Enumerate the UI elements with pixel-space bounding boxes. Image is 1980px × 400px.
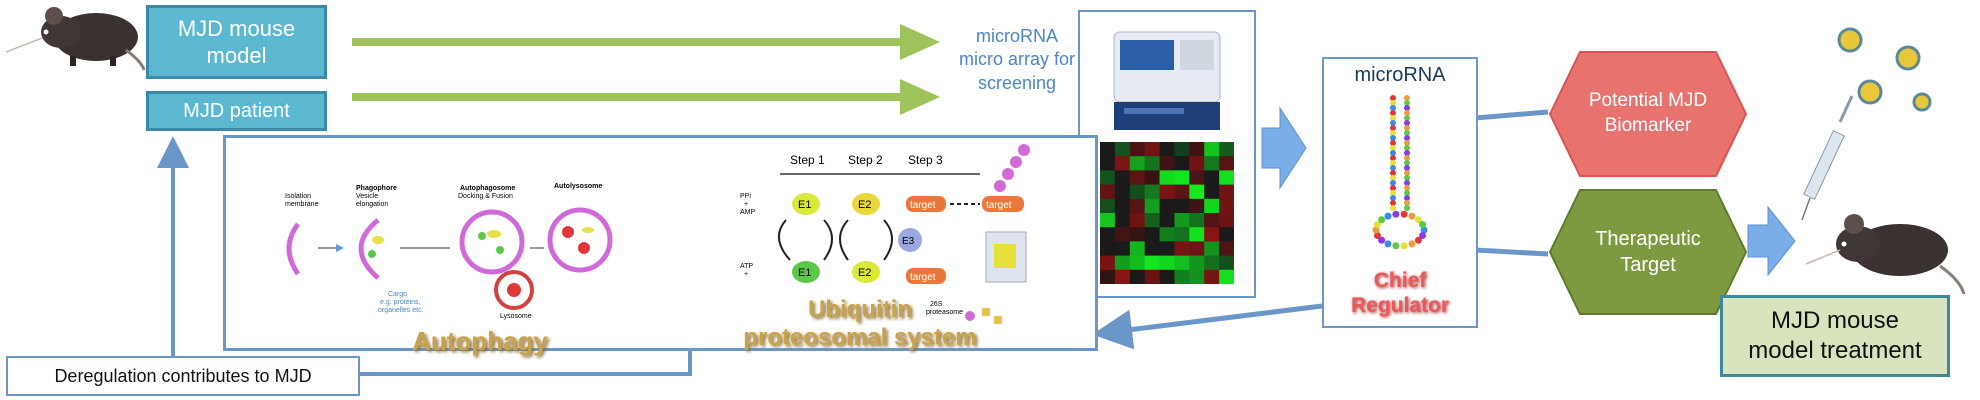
microrna-regulator-panel — [1322, 57, 1478, 328]
ups-step-2: Step 2 — [848, 153, 883, 167]
deregulation-box: Deregulation contributes to MJD — [6, 356, 360, 396]
svg-text:target: target — [910, 200, 936, 211]
mouse-icon — [6, 7, 146, 71]
mjd-treatment-label: MJD mouse model treatment — [1748, 307, 1922, 364]
mjd-patient-label: MJD patient — [183, 99, 290, 122]
svg-text:elongation: elongation — [356, 201, 388, 208]
svg-text:organelles etc.: organelles etc. — [378, 307, 424, 314]
svg-text:+: + — [744, 201, 748, 208]
microrna-title: microRNA — [1354, 64, 1446, 86]
treatment-illustration — [1801, 27, 1966, 295]
svg-text:proteasome: proteasome — [926, 309, 963, 316]
svg-text:target: target — [986, 200, 1012, 211]
ups-step-1: Step 1 — [790, 153, 825, 167]
syringe-icon — [1801, 95, 1854, 221]
svg-text:Cargo: Cargo — [388, 291, 407, 298]
therapeutic-target-hexagon — [1548, 189, 1748, 315]
svg-text:Docking & Fusion: Docking & Fusion — [458, 193, 513, 200]
treated-mouse-icon — [1805, 214, 1966, 295]
biomarker-hexagon — [1548, 51, 1748, 177]
autophagy-diagram: Isolation membrane Phagophore Vesicle el… — [285, 183, 613, 320]
svg-text:Lysosome: Lysosome — [500, 313, 532, 320]
feedback-arrow-to-degradation — [1092, 303, 1323, 350]
svg-text:e.g. proteins,: e.g. proteins, — [380, 299, 421, 306]
virus-icon — [1837, 27, 1932, 112]
svg-text:E3: E3 — [902, 236, 915, 247]
svg-text:AMP: AMP — [740, 209, 756, 216]
svg-text:Phagophore: Phagophore — [356, 185, 397, 192]
mjd-patient-box: MJD patient — [146, 91, 327, 131]
block-arrow-to-treatment — [1747, 205, 1796, 277]
svg-text:Autophagosome: Autophagosome — [460, 185, 515, 192]
mjd-mouse-model-label: MJD mouse model — [177, 15, 296, 69]
ups-step-3: Step 3 — [908, 153, 943, 167]
ups-label: Ubiquitin proteosomal system — [743, 296, 977, 351]
svg-text:E2: E2 — [858, 199, 871, 211]
block-arrow-to-microrna — [1261, 106, 1307, 190]
svg-text:target: target — [910, 272, 936, 283]
connector-biomarker — [1474, 109, 1549, 121]
svg-text:membrane: membrane — [285, 201, 319, 208]
microarray-machine-icon — [1113, 31, 1221, 130]
microrna-hairpin-icon — [1372, 95, 1428, 250]
feedback-path-deregulation — [360, 346, 692, 376]
green-arrow-top — [352, 24, 940, 60]
svg-text:Autolysosome: Autolysosome — [554, 183, 602, 190]
green-arrow-bottom — [352, 79, 940, 115]
svg-text:Vesicle: Vesicle — [356, 193, 378, 200]
svg-text:E1: E1 — [798, 199, 811, 211]
deregulation-label: Deregulation contributes to MJD — [54, 365, 312, 386]
mjd-mouse-model-box: MJD mouse model — [146, 5, 327, 79]
microarray-heatmap — [1100, 142, 1234, 284]
biomarker-label: Potential MJD Biomarker — [1588, 90, 1708, 136]
svg-text:PPi: PPi — [740, 193, 751, 200]
ubiquitin-diagram: Step 1 Step 2 Step 3 PPi + AMP ATP + E1 … — [740, 144, 1030, 324]
svg-text:E2: E2 — [858, 267, 871, 279]
svg-text:+: + — [744, 271, 748, 278]
autophagy-stage-isolation: Isolation — [285, 193, 311, 200]
autophagy-label: Autophagy — [412, 326, 548, 356]
therapeutic-target-label: Therapeutic Target — [1595, 228, 1701, 276]
connector-target — [1474, 247, 1549, 257]
degradation-pathways-panel — [223, 135, 1098, 351]
svg-text:E1: E1 — [798, 267, 811, 279]
microarray-screening-label: microRNA micro array for screening — [958, 26, 1075, 93]
svg-text:ATP: ATP — [740, 263, 753, 270]
mjd-treatment-box: MJD mouse model treatment — [1720, 295, 1950, 377]
svg-text:26S: 26S — [930, 301, 943, 308]
chief-regulator-label: Chief Regulator — [1350, 269, 1449, 318]
